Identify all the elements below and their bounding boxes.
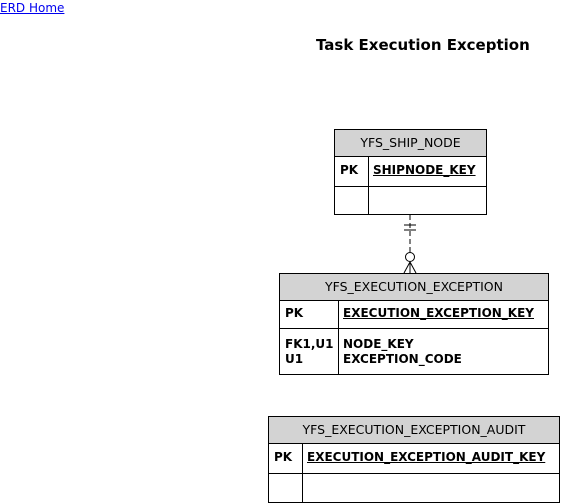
attribute-list: NODE_KEY EXCEPTION_CODE	[343, 337, 462, 366]
pk-field: EXECUTION_EXCEPTION_KEY	[343, 306, 534, 320]
page-title: Task Execution Exception	[316, 36, 530, 54]
entity-yfs-ship-node[interactable]: YFS_SHIP_NODE PK SHIPNODE_KEY	[334, 129, 487, 215]
entity-header: YFS_EXECUTION_EXCEPTION	[280, 274, 548, 301]
row-divider	[335, 186, 486, 187]
pk-label: PK	[285, 306, 304, 320]
erd-home-link[interactable]: ERD Home	[0, 1, 65, 15]
row-divider	[280, 328, 548, 329]
pk-field: EXECUTION_EXCEPTION_AUDIT_KEY	[307, 450, 546, 464]
pk-label: PK	[274, 450, 293, 464]
column-divider	[338, 301, 339, 374]
entity-yfs-execution-exception[interactable]: YFS_EXECUTION_EXCEPTION PK EXECUTION_EXC…	[279, 273, 549, 375]
entity-yfs-execution-exception-audit[interactable]: YFS_EXECUTION_EXCEPTION_AUDIT PK EXECUTI…	[268, 416, 560, 503]
fk-labels: FK1,U1 U1	[285, 337, 334, 366]
pk-label: PK	[340, 163, 359, 177]
entity-header: YFS_SHIP_NODE	[335, 130, 486, 157]
zero-circle-mark	[405, 252, 415, 262]
crowfoot-mark	[403, 261, 411, 274]
entity-header: YFS_EXECUTION_EXCEPTION_AUDIT	[269, 417, 559, 444]
pk-field: SHIPNODE_KEY	[373, 163, 476, 177]
row-divider	[269, 473, 559, 474]
crowfoot-mark	[409, 261, 417, 274]
column-divider	[368, 157, 369, 214]
